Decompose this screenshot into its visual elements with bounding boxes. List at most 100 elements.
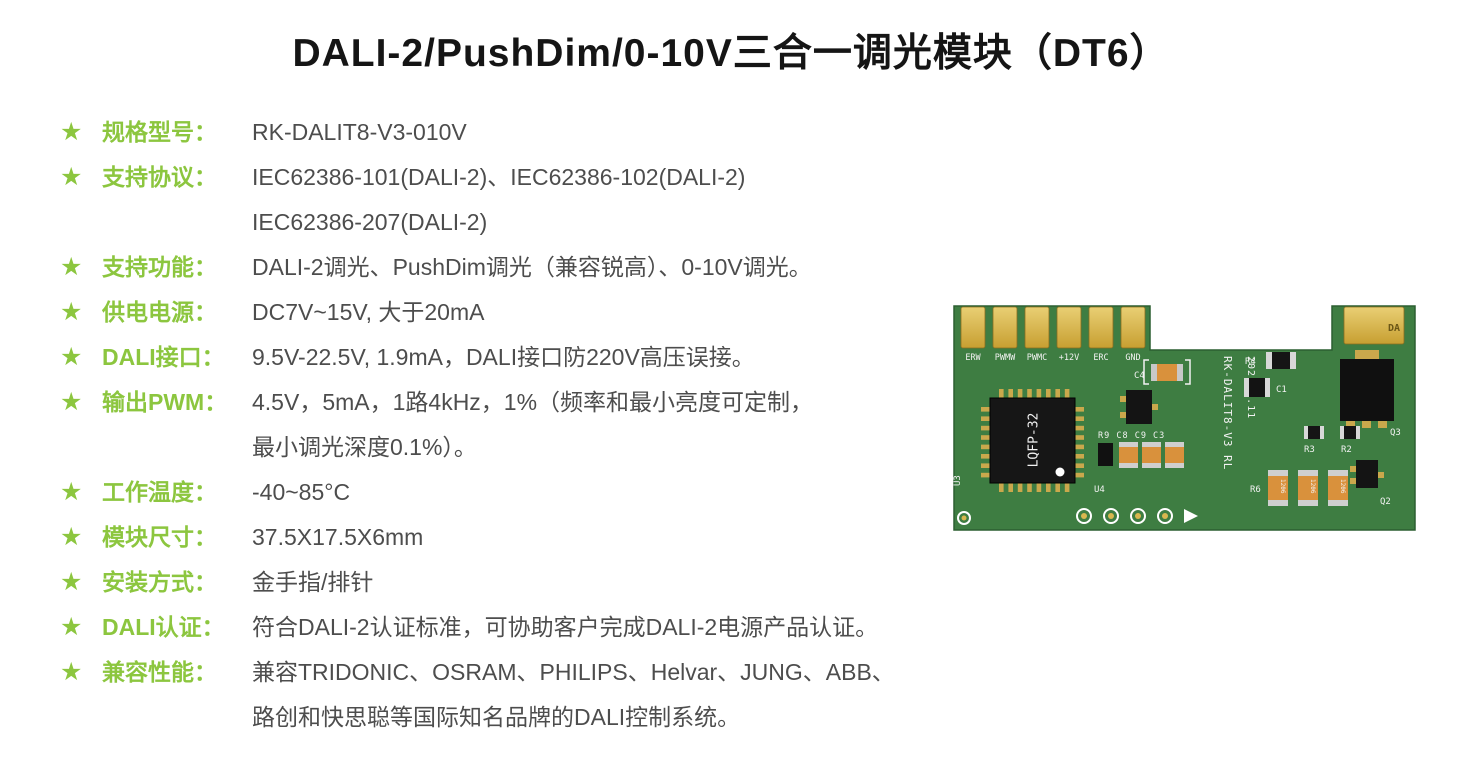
spec-value-line: IEC62386-207(DALI-2) [252, 209, 488, 235]
q3-transistor [1340, 350, 1394, 428]
star-icon: ★ [60, 523, 83, 551]
plated-holes [957, 508, 1173, 525]
da-pad [1343, 306, 1405, 345]
pcb-pin-labels: ERW PWMW PWMC +12V ERC GND [965, 353, 1140, 363]
ref-c4: C4 [1134, 371, 1145, 381]
spec-row-certification: ★ DALI认证： 符合DALI-2认证标准，可协助客户完成DALI-2电源产品… [58, 605, 943, 650]
spec-row-model: ★ 规格型号： RK-DALIT8-V3-010V [58, 110, 943, 155]
ref-r2: R2 [1341, 445, 1352, 455]
spec-value: DALI-2调光、PushDim调光（兼容锐高）、0-10V调光。 [252, 245, 943, 290]
spec-label: 规格型号： [102, 119, 217, 145]
spec-label: 安装方式： [102, 569, 217, 595]
spec-value-line: DALI-2调光、PushDim调光（兼容锐高）、0-10V调光。 [252, 254, 812, 280]
pcb-image: ERW PWMW PWMC +12V ERC GND DA LQFP-32 [948, 302, 1422, 535]
spec-value-line: 金手指/排针 [252, 569, 374, 595]
spec-value-line: DC7V~15V, 大于20mA [252, 299, 485, 325]
spec-value-line: 9.5V-22.5V, 1.9mA，DALI接口防220V高压误接。 [252, 344, 755, 370]
spec-value: 4.5V，5mA，1路4kHz，1%（频率和最小亮度可定制， 最小调光深度0.1… [252, 380, 943, 470]
spec-value: 兼容TRIDONIC、OSRAM、PHILIPS、Helvar、JUNG、ABB… [252, 650, 943, 740]
star-icon: ★ [60, 613, 83, 641]
star-icon: ★ [60, 118, 83, 146]
smd-marking: 1206 [1339, 479, 1346, 494]
spec-value-line: IEC62386-101(DALI-2)、IEC62386-102(DALI-2… [252, 164, 746, 190]
pin-label-12v: +12V [1059, 353, 1079, 363]
chip-label: LQFP-32 [1027, 413, 1042, 468]
spec-row-mounting: ★ 安装方式： 金手指/排针 [58, 560, 943, 605]
pin1-dot [1055, 467, 1065, 477]
c4-capacitor [1143, 359, 1191, 385]
spec-label: 模块尺寸： [102, 524, 217, 550]
spec-value: -40~85°C [252, 470, 943, 515]
ref-r6: R6 [1250, 485, 1261, 495]
spec-value-line: 兼容TRIDONIC、OSRAM、PHILIPS、Helvar、JUNG、ABB… [252, 659, 895, 685]
spec-value: 符合DALI-2认证标准，可协助客户完成DALI-2电源产品认证。 [252, 605, 943, 650]
spec-value-line: 最小调光深度0.1%）。 [252, 434, 477, 460]
sot23-transistor [1120, 390, 1158, 424]
spec-value: IEC62386-101(DALI-2)、IEC62386-102(DALI-2… [252, 155, 943, 245]
r2-resistor [1340, 426, 1360, 439]
star-icon: ★ [60, 568, 83, 596]
spec-label: 工作温度： [102, 479, 217, 505]
star-icon: ★ [60, 343, 83, 371]
spec-value: 金手指/排针 [252, 560, 943, 605]
spec-row-temperature: ★ 工作温度： -40~85°C [58, 470, 943, 515]
pin-label-pwmc: PWMC [1027, 353, 1047, 363]
spec-value: 9.5V-22.5V, 1.9mA，DALI接口防220V高压误接。 [252, 335, 943, 380]
board-name-text: RK-DALIT8-V3 RL [1221, 356, 1234, 470]
pin-label-erc: ERC [1093, 353, 1108, 363]
spec-row-protocols: ★ 支持协议： IEC62386-101(DALI-2)、IEC62386-10… [58, 155, 943, 245]
ref-r3: R3 [1304, 445, 1315, 455]
spec-label: 兼容性能： [102, 659, 217, 685]
spec-list: ★ 规格型号： RK-DALIT8-V3-010V ★ 支持协议： IEC623… [58, 110, 943, 740]
spec-row-compatibility: ★ 兼容性能： 兼容TRIDONIC、OSRAM、PHILIPS、Helvar、… [58, 650, 943, 740]
q2-transistor [1350, 460, 1384, 488]
spec-value-line: 4.5V，5mA，1路4kHz，1%（频率和最小亮度可定制， [252, 389, 814, 415]
spec-value: DC7V~15V, 大于20mA [252, 290, 943, 335]
spec-value-line: -40~85°C [252, 479, 351, 505]
spec-row-pwm-output: ★ 输出PWM： 4.5V，5mA，1路4kHz，1%（频率和最小亮度可定制， … [58, 380, 943, 470]
spec-row-power: ★ 供电电源： DC7V~15V, 大于20mA [58, 290, 943, 335]
r4-resistor [1266, 352, 1296, 369]
ref-q3: Q3 [1390, 428, 1401, 438]
r3-resistor [1304, 426, 1324, 439]
ref-q2: Q2 [1380, 497, 1391, 507]
pin-label-pwmw: PWMW [995, 353, 1016, 363]
spec-label: 输出PWM： [102, 389, 228, 415]
pin-label-gnd: GND [1125, 353, 1140, 363]
spec-value-line: 37.5X17.5X6mm [252, 524, 424, 550]
pin-label-erw: ERW [965, 353, 981, 363]
lqfp32-chip: LQFP-32 [981, 389, 1084, 492]
spec-row-dimensions: ★ 模块尺寸： 37.5X17.5X6mm [58, 515, 943, 560]
ref-c1: C1 [1276, 385, 1287, 395]
star-icon: ★ [60, 478, 83, 506]
star-icon: ★ [60, 253, 83, 281]
c1-capacitor [1244, 378, 1270, 397]
da-pad-label: DA [1388, 323, 1400, 334]
page-title: DALI-2/PushDim/0-10V三合一调光模块（DT6） [292, 32, 1170, 75]
spec-label: 支持协议： [102, 164, 217, 190]
star-icon: ★ [60, 388, 83, 416]
fiducial-triangle-icon [1184, 509, 1198, 523]
spec-value: RK-DALIT8-V3-010V [252, 110, 943, 155]
ref-r4: R4 [1245, 357, 1256, 367]
star-icon: ★ [60, 658, 83, 686]
spec-value-line: 路创和快思聪等国际知名品牌的DALI控制系统。 [252, 704, 741, 730]
smd-1206-capacitors: 1206 1206 1206 [1268, 470, 1348, 506]
star-icon: ★ [60, 163, 83, 191]
spec-label: 支持功能： [102, 254, 217, 280]
ref-u4: U4 [1094, 485, 1105, 495]
ref-u3: U3 [953, 475, 963, 486]
capacitor-row [1098, 442, 1184, 468]
spec-value-line: 符合DALI-2认证标准，可协助客户完成DALI-2电源产品认证。 [252, 614, 879, 640]
spec-value-line: RK-DALIT8-V3-010V [252, 119, 467, 145]
smd-marking: 1206 [1309, 479, 1316, 494]
spec-label: 供电电源： [102, 299, 217, 325]
spec-row-dali-interface: ★ DALI接口： 9.5V-22.5V, 1.9mA，DALI接口防220V高… [58, 335, 943, 380]
smd-marking: 1206 [1279, 479, 1286, 494]
ref-cap-row: R9 C8 C9 C3 [1098, 431, 1165, 441]
spec-label: DALI认证： [102, 614, 225, 640]
spec-row-functions: ★ 支持功能： DALI-2调光、PushDim调光（兼容锐高）、0-10V调光… [58, 245, 943, 290]
spec-value: 37.5X17.5X6mm [252, 515, 943, 560]
spec-label: DALI接口： [102, 344, 225, 370]
